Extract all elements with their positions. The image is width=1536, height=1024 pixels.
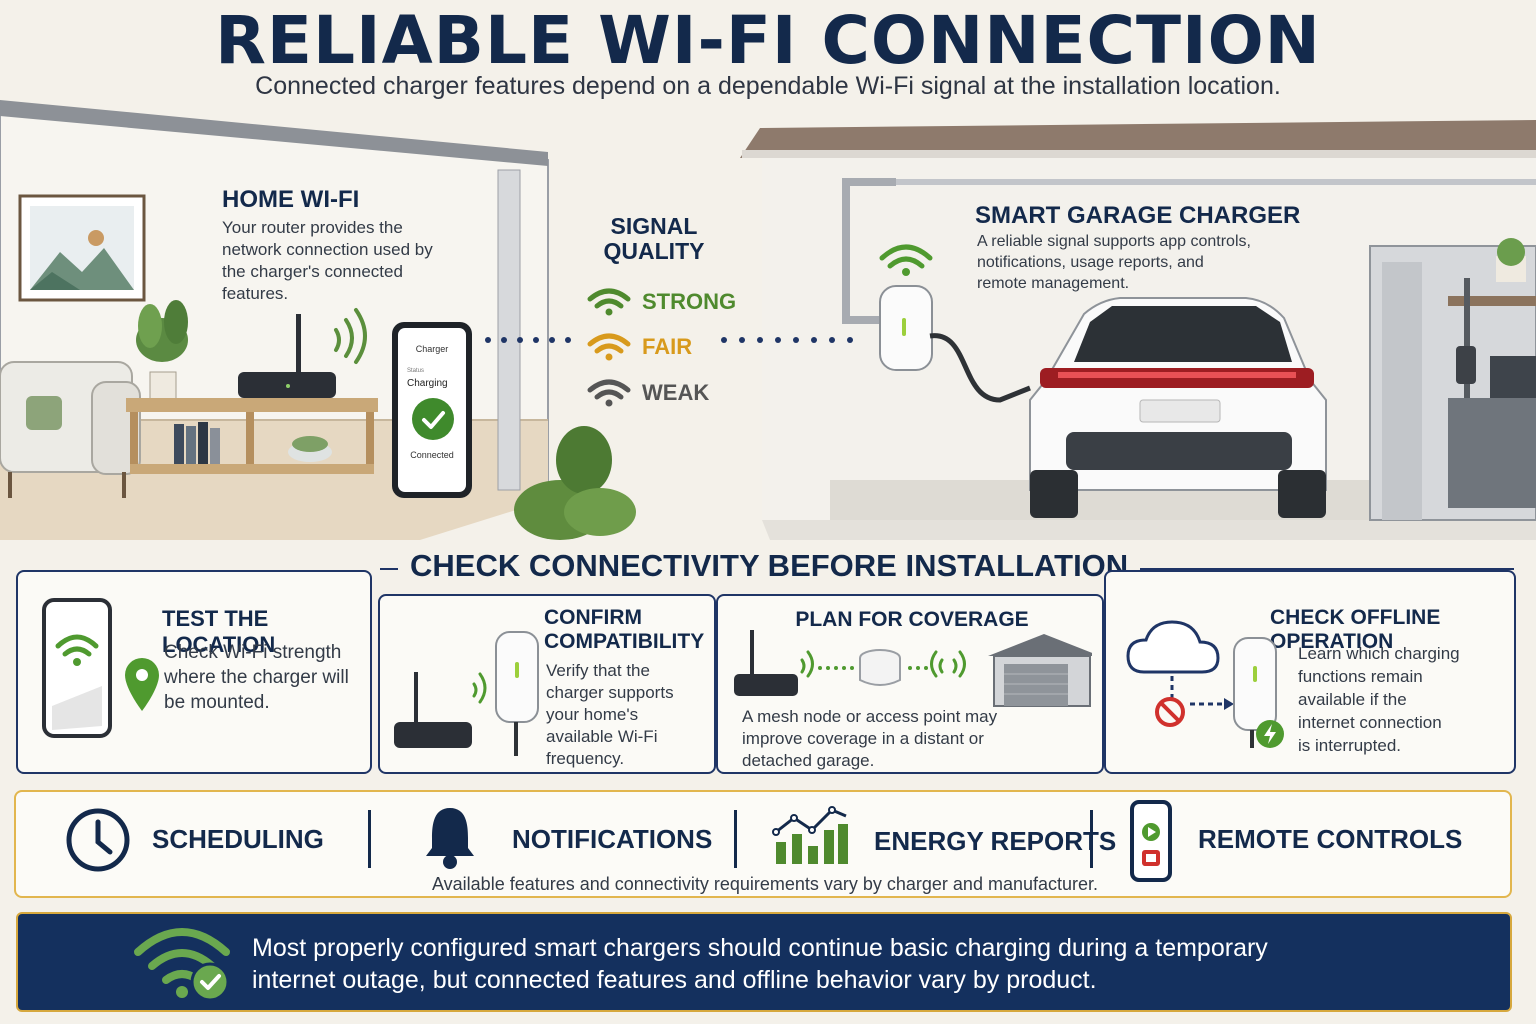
home-interior (0, 100, 636, 540)
signal-weak: WEAK (586, 370, 736, 416)
card-title: TEST THE LOCATION (162, 606, 276, 657)
router-signal-icon (334, 308, 367, 364)
charger-wifi-icon (879, 244, 933, 276)
signal-quality-heading: SIGNAL QUALITY (586, 214, 722, 264)
text-line: Check Wi-Fi strength (164, 642, 342, 663)
heading-line: QUALITY (603, 238, 705, 264)
text-line: charger supports (546, 683, 674, 702)
signal-legend: STRONG FAIR WEAK (586, 280, 736, 416)
router (238, 314, 336, 398)
features-strip: SCHEDULING NOTIFICATIONS ENERGY REPORTS … (14, 790, 1512, 898)
text-line: features. (222, 284, 289, 303)
garage (740, 120, 1536, 540)
text-line: network connection used by (222, 240, 433, 259)
text-line: is interrupted. (1298, 736, 1401, 755)
banner-line: internet outage, but connected features … (252, 966, 1097, 994)
text-line: notifications, usage reports, and (977, 254, 1204, 271)
signal-fair-label: FAIR (642, 334, 693, 359)
text-line: functions remain (1298, 667, 1423, 686)
page-subtitle: Connected charger features depend on a d… (255, 72, 1281, 100)
app-title: Charger (415, 344, 449, 354)
wifi-fair-icon (587, 333, 631, 361)
banner-line: Most properly configured smart chargers … (252, 934, 1268, 962)
text-line: improve coverage in a distant or (742, 729, 984, 748)
title-line: CONFIRM (544, 606, 642, 629)
text-line: A reliable signal supports app controls, (977, 233, 1251, 250)
check-card-offline: CHECK OFFLINE OPERATION Learn which char… (1104, 570, 1516, 774)
text-line: your home's (546, 705, 639, 724)
phone-location-icon (42, 598, 159, 738)
text-line: Learn which charging (1298, 644, 1460, 663)
card-title: CHECK OFFLINE OPERATION (1270, 606, 1441, 653)
feature-scheduling: SCHEDULING (152, 824, 324, 854)
card-text: Check Wi-Fi strength where the charger w… (164, 640, 349, 715)
connection-dots (485, 337, 853, 343)
status-value: Charging (407, 378, 448, 389)
smartphone: Charger Status Charging Connected (392, 322, 472, 498)
checks-heading: CHECK CONNECTIVITY BEFORE INSTALLATION (398, 548, 1141, 584)
wifi-check-icon (134, 928, 230, 1002)
text-line: Verify that the (546, 661, 650, 680)
house-plant (136, 300, 188, 403)
card-text: Learn which charging functions remain av… (1298, 642, 1460, 757)
remote-icon (1130, 800, 1172, 882)
title-line: COMPATIBILITY (544, 630, 705, 653)
signal-fair: FAIR (586, 324, 736, 370)
text-line: frequency. (546, 749, 625, 768)
text-line: internet connection (1298, 713, 1442, 732)
garage-charger-heading: SMART GARAGE CHARGER (975, 202, 1301, 229)
check-card-test-location: TEST THE LOCATION Check Wi-Fi strength w… (16, 570, 372, 774)
offline-charger-icon (1126, 620, 1284, 748)
scene-illustration (0, 100, 1536, 540)
chart-icon (772, 806, 848, 864)
electric-car (1029, 297, 1327, 518)
feature-remote-controls: REMOTE CONTROLS (1198, 824, 1463, 854)
signal-strong-label: STRONG (642, 289, 737, 314)
wall-charger (879, 285, 1031, 403)
text-line: be mounted. (164, 692, 270, 713)
check-card-compatibility: CONFIRM COMPATIBILITY Verify that the ch… (378, 594, 716, 774)
wifi-strong-icon (587, 288, 631, 316)
mesh-coverage-icon (734, 630, 1092, 707)
card-title: PLAN FOR COVERAGE (795, 608, 1029, 631)
signal-strong: STRONG (586, 280, 736, 324)
clock-icon (66, 808, 130, 872)
signal-weak-label: WEAK (642, 380, 710, 405)
feature-energy-reports: ENERGY REPORTS (874, 826, 1117, 856)
status-label: Status (407, 368, 425, 374)
outage-banner: Most properly configured smart chargers … (16, 912, 1512, 1012)
divider (368, 810, 371, 868)
card-text: A mesh node or access point may improve … (742, 706, 997, 772)
divider (1090, 810, 1093, 868)
text-line: Your router provides the (222, 218, 403, 237)
console-table (126, 398, 378, 474)
router-charger-icon (394, 631, 539, 756)
shrub (514, 426, 636, 540)
card-text: Verify that the charger supports your ho… (546, 660, 674, 770)
features-note: Available features and connectivity requ… (431, 874, 1099, 894)
phone-screen: Charger Status Charging Connected (398, 328, 466, 492)
text-line: the charger's connected (222, 262, 403, 281)
home-wifi-heading: HOME WI-FI (222, 186, 360, 213)
text-line: available Wi-Fi (546, 727, 658, 746)
home-wifi-text: Your router provides the network connect… (222, 217, 433, 305)
text-line: remote management. (977, 275, 1130, 292)
bell-icon (426, 808, 474, 869)
connection-status: Connected (410, 450, 454, 460)
page-title: RELIABLE WI-FI CONNECTION (215, 2, 1321, 79)
wifi-weak-icon (587, 379, 631, 407)
wall-picture (18, 194, 146, 302)
divider (734, 810, 737, 868)
card-title: CONFIRM COMPATIBILITY (544, 606, 704, 654)
text-line: available if the (1298, 690, 1407, 709)
banner-text: Most properly configured smart chargers … (252, 932, 1268, 996)
feature-notifications: NOTIFICATIONS (512, 824, 713, 854)
text-line: detached garage. (742, 751, 875, 770)
check-icon (412, 398, 454, 440)
check-card-coverage: PLAN FOR COVERAGE A mesh node or access … (716, 594, 1104, 774)
text-line: where the charger will (164, 667, 349, 688)
garage-charger-text: A reliable signal supports app controls,… (977, 231, 1251, 294)
heading-line: SIGNAL (610, 213, 698, 239)
text-line: A mesh node or access point may (742, 707, 998, 726)
